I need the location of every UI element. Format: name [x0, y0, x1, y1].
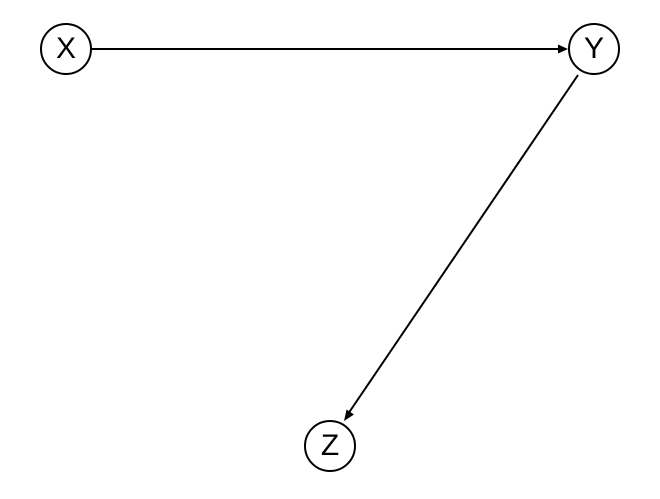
edge-y-to-z-line [347, 74, 579, 415]
node-y-circle [568, 23, 620, 75]
edge-y-to-z-arrowhead [344, 409, 354, 421]
node-x-label: X [56, 32, 76, 65]
node-z-circle [304, 420, 356, 472]
edge-x-to-y-arrowhead [558, 44, 568, 54]
node-y: Y [568, 23, 620, 75]
edge-x-to-y [91, 44, 568, 54]
edge-y-to-z [344, 74, 579, 421]
node-x: X [40, 23, 92, 75]
node-x-circle [40, 23, 92, 75]
node-z-label: Z [321, 429, 339, 462]
node-z: Z [304, 420, 356, 472]
node-y-label: Y [584, 32, 604, 65]
